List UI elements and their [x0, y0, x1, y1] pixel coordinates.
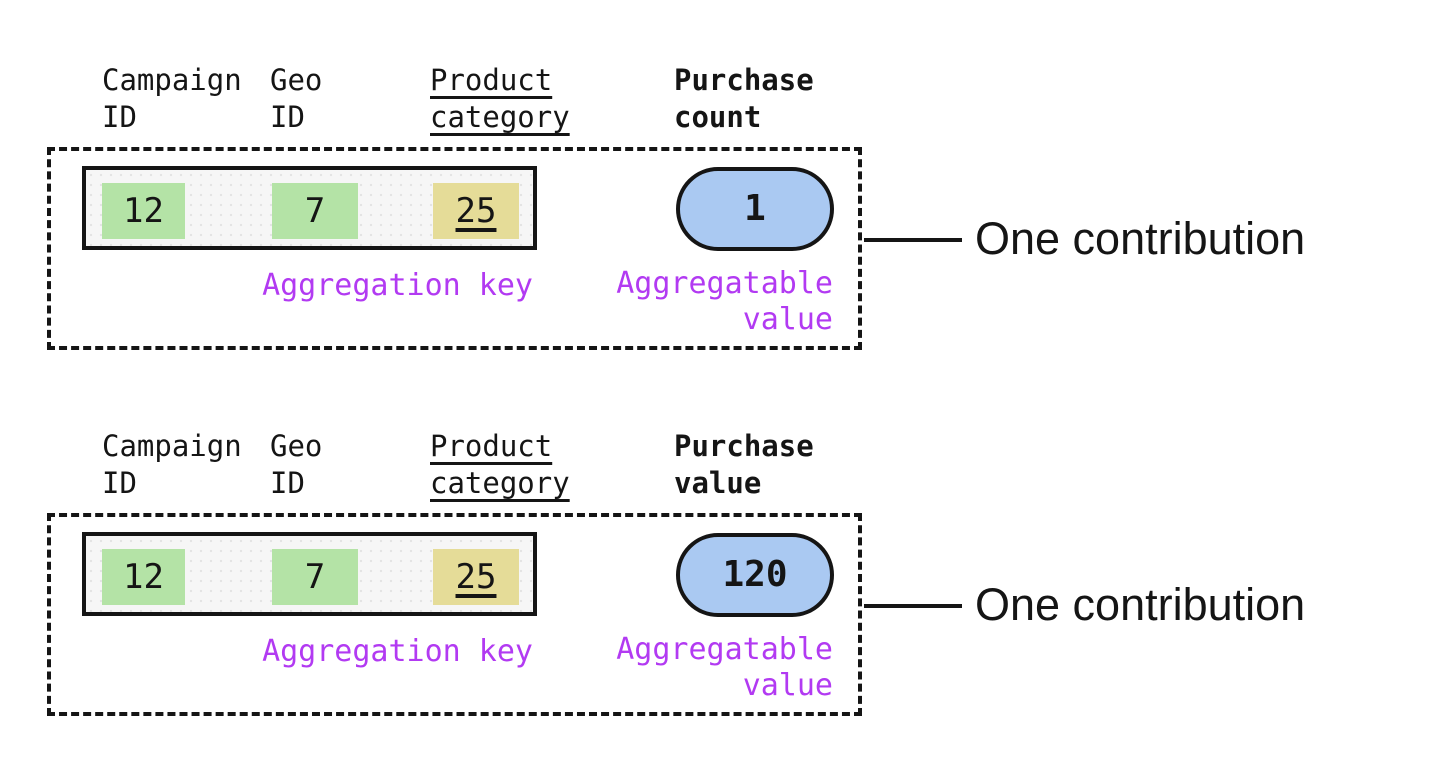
- column-header-purchase-value: Purchase value: [674, 429, 814, 500]
- aggregatable-value-label: Aggregatable value: [616, 266, 833, 337]
- column-header-product-category: Product category: [430, 429, 570, 500]
- aggregation-key-label: Aggregation key: [262, 268, 533, 303]
- contribution-boundary: [47, 513, 862, 716]
- callout-line: [864, 604, 962, 608]
- contribution-purchase-count: Campaign ID Geo ID Product category Purc…: [0, 62, 1442, 362]
- contribution-purchase-value: Campaign ID Geo ID Product category Purc…: [0, 428, 1442, 728]
- column-header-campaign-id: Campaign ID: [102, 429, 242, 500]
- one-contribution-callout: One contribution: [975, 579, 1306, 630]
- key-cell-geo-id: 7: [272, 549, 358, 605]
- callout-line: [864, 238, 962, 242]
- key-cell-campaign-id: 12: [102, 549, 185, 605]
- one-contribution-callout: One contribution: [975, 213, 1306, 264]
- aggregation-key-label: Aggregation key: [262, 634, 533, 669]
- aggregatable-value-pill: 1: [676, 167, 834, 251]
- column-header-geo-id: Geo ID: [270, 63, 323, 134]
- column-header-product-category: Product category: [430, 63, 570, 134]
- key-cell-product-category: 25: [433, 549, 519, 605]
- aggregatable-value-pill: 120: [676, 533, 834, 617]
- aggregatable-value-label: Aggregatable value: [616, 632, 833, 703]
- column-header-purchase-count: Purchase count: [674, 63, 814, 134]
- column-header-geo-id: Geo ID: [270, 429, 323, 500]
- key-cell-geo-id: 7: [272, 183, 358, 239]
- column-header-campaign-id: Campaign ID: [102, 63, 242, 134]
- key-cell-campaign-id: 12: [102, 183, 185, 239]
- contribution-boundary: [47, 147, 862, 350]
- key-cell-product-category: 25: [433, 183, 519, 239]
